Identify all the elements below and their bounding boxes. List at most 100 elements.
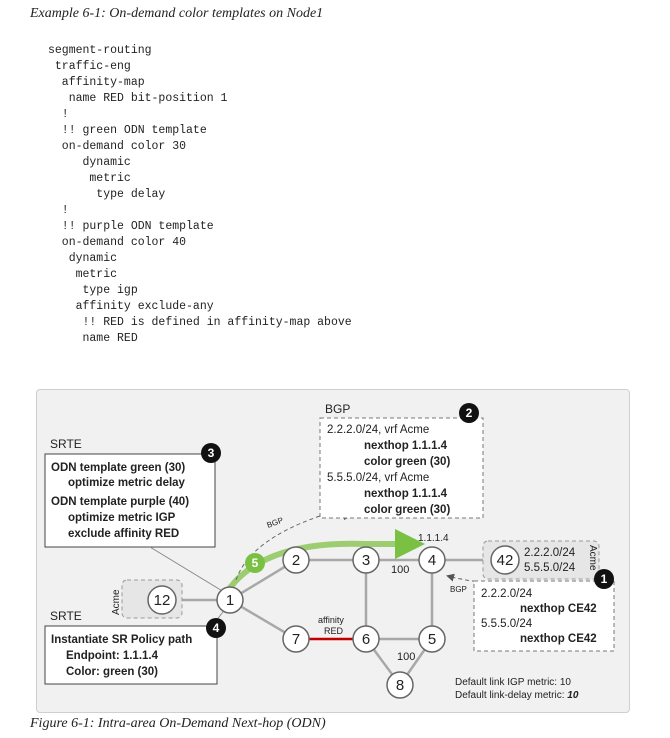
bgp-small-label: BGP [450, 585, 467, 594]
odn-line-2: ODN template purple (40) [51, 496, 189, 508]
node-5: 5 [418, 625, 446, 653]
step-badges: 2 3 4 1 5 [201, 403, 614, 638]
badge-4-label: 4 [213, 621, 220, 635]
badge-3-label: 3 [208, 446, 215, 460]
odn-connector [149, 546, 225, 593]
bgp-line-2: color green (30) [364, 456, 450, 468]
node-5-label: 5 [428, 631, 436, 648]
node-8-label: 8 [396, 677, 404, 694]
node-4: 4 [418, 546, 446, 574]
bgp-line-1: nexthop 1.1.1.4 [364, 440, 448, 452]
bgp-box [319, 417, 484, 519]
nexthop-line-1: nexthop CE42 [520, 603, 597, 615]
code-line: metric [48, 268, 118, 281]
code-line: dynamic [48, 252, 118, 265]
code-line: name RED bit-position 1 [48, 92, 228, 105]
prefix-line-0: 2.2.2.0/24 [524, 547, 576, 559]
odn-line-1: optimize metric delay [68, 477, 186, 489]
default-delay-prefix: Default link-delay metric: [455, 690, 567, 701]
code-line: !! RED is defined in affinity-map above [48, 316, 352, 329]
node-1: 1 [216, 586, 244, 614]
badge-1: 1 [594, 569, 614, 589]
node-42-label: 42 [497, 552, 514, 569]
nexthop-line-0: 2.2.2.0/24 [481, 588, 533, 600]
node-6: 6 [352, 625, 380, 653]
node-4-label: 4 [428, 552, 436, 569]
policy-box [44, 625, 218, 685]
node-12-label: 12 [154, 592, 171, 609]
code-listing: segment-routing traffic-eng affinity-map… [48, 43, 352, 347]
metric-100-b: 100 [397, 651, 415, 663]
addr-1114: 1.1.1.4 [418, 533, 449, 544]
bgp-arrow-label: BGP [266, 516, 285, 530]
nexthop-box [473, 580, 615, 652]
node-2-label: 2 [292, 552, 300, 569]
code-line: name RED [48, 332, 138, 345]
example-caption: Example 6-1: On-demand color templates o… [30, 6, 324, 21]
bgp-line-3: 5.5.5.0/24, vrf Acme [327, 472, 429, 484]
policy-line-1: Endpoint: 1.1.1.4 [66, 650, 159, 662]
badge-5-label: 5 [252, 556, 259, 570]
badge-2: 2 [459, 403, 479, 423]
node-2: 2 [282, 546, 310, 574]
code-line: traffic-eng [48, 60, 131, 73]
badge-2-label: 2 [466, 406, 473, 420]
node-7: 7 [282, 625, 310, 653]
code-line: !! purple ODN template [48, 220, 214, 233]
bgp-title: BGP [325, 402, 350, 416]
odn-line-4: exclude affinity RED [68, 528, 179, 540]
node-1-label: 1 [226, 592, 234, 609]
code-line: ! [48, 108, 69, 121]
odn-line-3: optimize metric IGP [68, 512, 176, 524]
default-delay-value: 10 [567, 690, 579, 701]
node-12: 12 [147, 585, 177, 615]
code-line: segment-routing [48, 44, 152, 57]
code-line: dynamic [48, 156, 131, 169]
odn-box [44, 453, 216, 548]
code-line: ! [48, 204, 69, 217]
acme-right-label: Acme [587, 545, 598, 571]
router-nodes: 1 2 3 4 5 6 7 8 [147, 545, 520, 699]
figure-caption: Figure 6-1: Intra-area On-Demand Next-ho… [30, 716, 326, 731]
code-line: type delay [48, 188, 166, 201]
code-line: affinity-map [48, 76, 145, 89]
srte-top-label: SRTE [50, 437, 82, 451]
node-3-label: 3 [362, 552, 370, 569]
bgp-line-5: color green (30) [364, 504, 450, 516]
acme-left-label: Acme [111, 589, 122, 615]
code-line: on-demand color 40 [48, 236, 187, 249]
node-7-label: 7 [292, 631, 300, 648]
code-line: metric [48, 172, 131, 185]
nexthop-line-3: nexthop CE42 [520, 633, 597, 645]
code-line: on-demand color 30 [48, 140, 187, 153]
nexthop-box-lines: 2.2.2.0/24 nexthop CE42 5.5.5.0/24 nexth… [481, 588, 597, 645]
srte-bottom-label: SRTE [50, 609, 82, 623]
code-line: !! green ODN template [48, 124, 207, 137]
policy-line-2: Color: green (30) [66, 666, 158, 678]
bgp-box-lines: 2.2.2.0/24, vrf Acme nexthop 1.1.1.4 col… [327, 424, 450, 516]
affinity-label: affinity [318, 615, 344, 625]
odn-line-0: ODN template green (30) [51, 462, 185, 474]
metric-100-a: 100 [391, 564, 409, 576]
default-delay-metric: Default link-delay metric: 10 [455, 690, 579, 701]
badge-1-label: 1 [601, 572, 608, 586]
node-3: 3 [352, 546, 380, 574]
badge-5: 5 [245, 553, 265, 573]
node-8: 8 [386, 671, 414, 699]
policy-line-0: Instantiate SR Policy path [51, 634, 192, 646]
badge-3: 3 [201, 443, 221, 463]
default-igp-metric: Default link IGP metric: 10 [455, 677, 571, 688]
prefix-line-1: 5.5.5.0/24 [524, 562, 576, 574]
code-line: affinity exclude-any [48, 300, 214, 313]
bgp-line-4: nexthop 1.1.1.4 [364, 488, 448, 500]
code-line: type igp [48, 284, 138, 297]
node-6-label: 6 [362, 631, 370, 648]
node-42: 42 [490, 545, 520, 575]
nexthop-line-2: 5.5.5.0/24 [481, 618, 533, 630]
bgp-arrow-left [235, 512, 352, 581]
red-label: RED [324, 626, 344, 636]
policy-box-lines: Instantiate SR Policy path Endpoint: 1.1… [51, 634, 192, 678]
bgp-line-0: 2.2.2.0/24, vrf Acme [327, 424, 429, 436]
badge-4: 4 [206, 618, 226, 638]
